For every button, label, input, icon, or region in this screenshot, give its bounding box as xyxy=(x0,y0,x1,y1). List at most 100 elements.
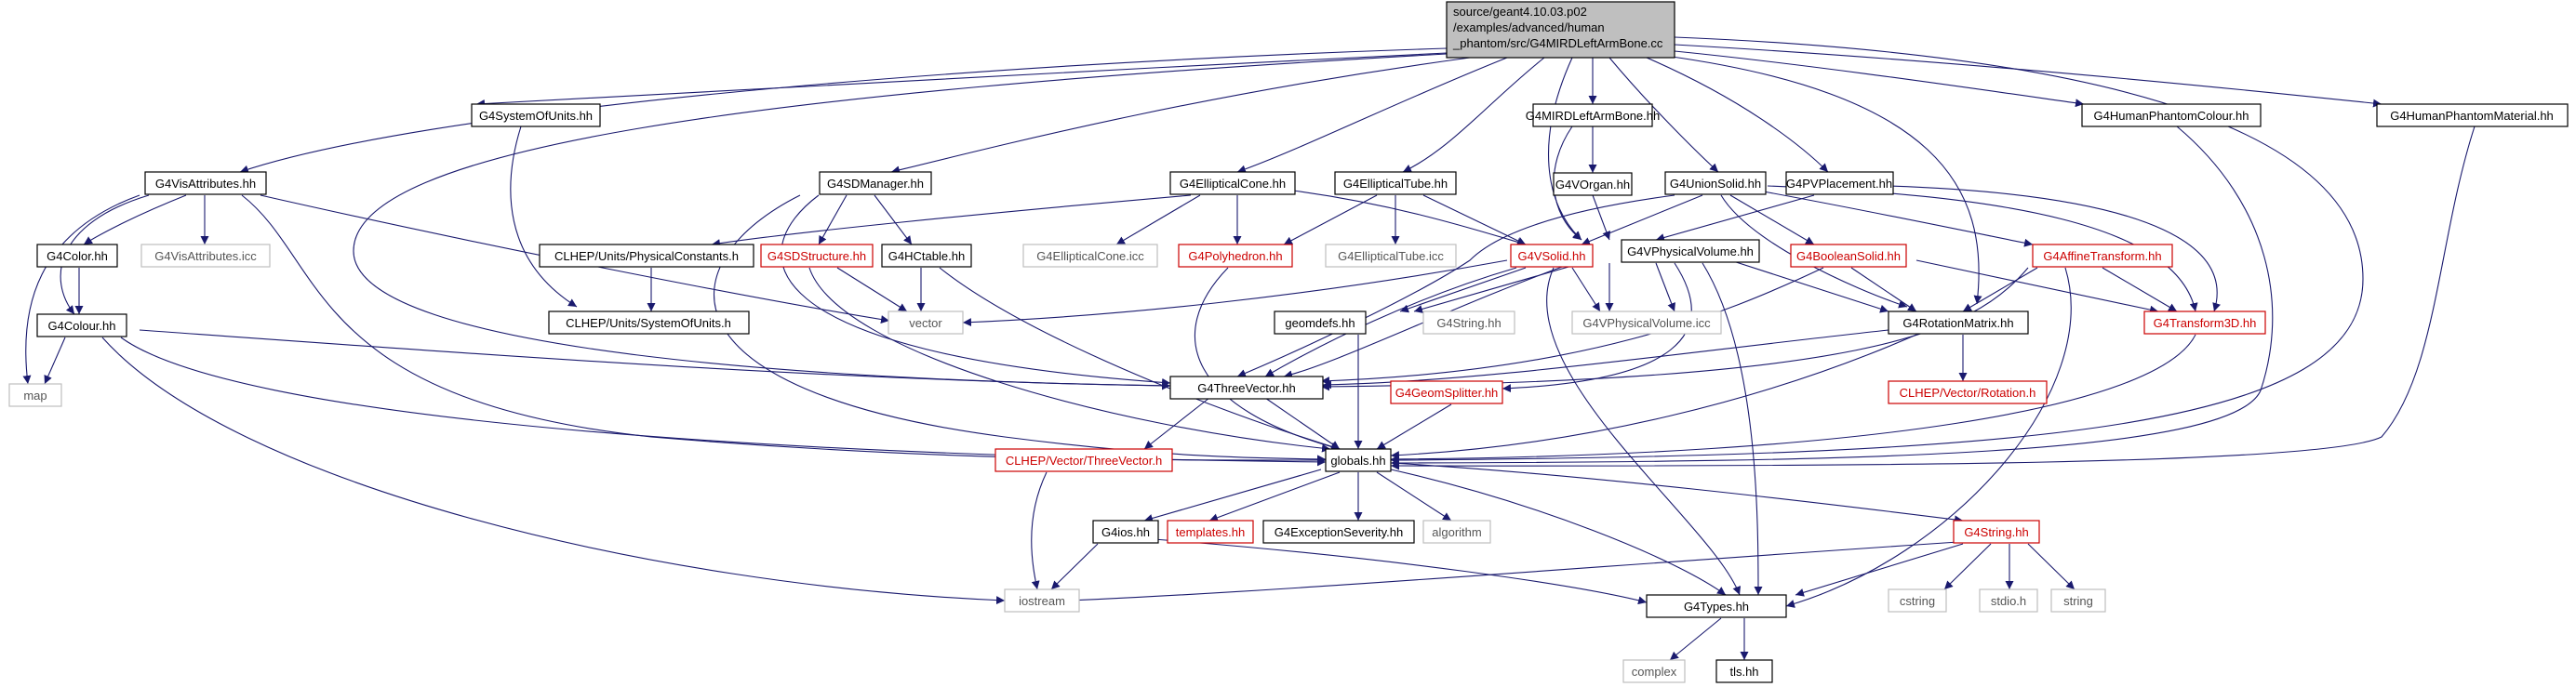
edge-g4humanphantomcolour-to-globals xyxy=(1390,126,2274,468)
svg-text:G4VisAttributes.hh: G4VisAttributes.hh xyxy=(155,177,256,191)
node-string[interactable]: string xyxy=(2050,588,2106,613)
node-g4threevector[interactable]: G4ThreeVector.hh xyxy=(1169,376,1324,400)
node-globals[interactable]: globals.hh xyxy=(1325,448,1392,472)
node-algorithm[interactable]: algorithm xyxy=(1422,520,1491,544)
svg-text:G4VSolid.hh: G4VSolid.hh xyxy=(1518,249,1586,263)
node-g4unionsolid[interactable]: G4UnionSolid.hh xyxy=(1664,171,1767,195)
nodes: source/geant4.10.03.p02 /examples/advanc… xyxy=(8,1,2569,683)
edge-g4vorgan-to-g4vphysicalvolume xyxy=(1592,194,1611,241)
edge-g4colour-to-g4threevector xyxy=(139,329,1171,390)
edge-g4sdmanager-to-g4hctable xyxy=(874,194,913,245)
svg-text:G4HCtable.hh: G4HCtable.hh xyxy=(888,249,965,263)
node-clhepsystemofunits[interactable]: CLHEP/Units/SystemOfUnits.h xyxy=(548,310,750,335)
svg-text:G4EllipticalTube.hh: G4EllipticalTube.hh xyxy=(1343,177,1448,191)
edge-g4vphysicalvolume-to-g4types xyxy=(1702,262,1763,596)
edge-root-to-g4visattributes xyxy=(239,47,1448,174)
node-g4vorgan[interactable]: G4VOrgan.hh xyxy=(1553,172,1633,196)
node-g4vphysicalvolume[interactable]: G4VPhysicalVolume.hh xyxy=(1621,239,1760,263)
node-g4hctable[interactable]: G4HCtable.hh xyxy=(881,244,972,268)
edge-g4vphysicalvolume-to-g4vphysicalvolumeicc xyxy=(1655,262,1675,312)
svg-text:G4SDStructure.hh: G4SDStructure.hh xyxy=(767,249,866,263)
edge-root-to-g4ellipticalcone xyxy=(1236,57,1508,174)
node-g4humanphantomcolour[interactable]: G4HumanPhantomColour.hh xyxy=(2081,103,2262,127)
node-g4ellipticalcone[interactable]: G4EllipticalCone.hh xyxy=(1169,171,1296,195)
node-g4string[interactable]: G4String.hh xyxy=(1422,310,1515,335)
edge-g4stringred-to-string xyxy=(2027,543,2075,590)
node-g4ios[interactable]: G4ios.hh xyxy=(1092,520,1159,544)
edge-g4booleansolid-to-g4rotationmatrix xyxy=(1850,267,1917,312)
node-g4booleansolid[interactable]: G4BooleanSolid.hh xyxy=(1790,244,1907,268)
edge-g4systemofunits-to-clhepsystemofunits xyxy=(510,126,578,308)
node-g4types[interactable]: G4Types.hh xyxy=(1646,594,1787,618)
edge-g4affinetransform-to-g4types xyxy=(1785,267,2072,608)
edge-g4visattributes-to-g4color xyxy=(83,194,187,245)
node-g4polyhedron[interactable]: G4Polyhedron.hh xyxy=(1178,244,1293,268)
svg-text:G4String.hh: G4String.hh xyxy=(1436,316,1501,330)
node-g4vsolid[interactable]: G4VSolid.hh xyxy=(1510,244,1594,268)
edge-root-to-g4humanphantomcolour xyxy=(1674,50,2085,108)
edge-g4humanphantommaterial-to-globals xyxy=(1390,126,2476,470)
svg-text:G4VPhysicalVolume.icc: G4VPhysicalVolume.icc xyxy=(1582,316,1711,330)
edge-g4ellipticaltube-to-g4vsolid xyxy=(1422,194,1527,245)
node-g4colour[interactable]: G4Colour.hh xyxy=(36,313,127,337)
node-vector[interactable]: vector xyxy=(888,310,964,335)
node-g4rotationmatrix[interactable]: G4RotationMatrix.hh xyxy=(1888,310,2029,335)
edge-clhepthreevector-to-iostream xyxy=(1031,471,1048,590)
node-templates[interactable]: templates.hh xyxy=(1167,520,1254,544)
edge-g4sdstructure-to-globals xyxy=(808,267,1331,453)
node-clhepthreevector[interactable]: CLHEP/Vector/ThreeVector.h xyxy=(994,448,1173,472)
svg-text:map: map xyxy=(23,389,47,403)
node-g4visattributesicc[interactable]: G4VisAttributes.icc xyxy=(140,244,271,268)
edge-g4geomsplitter-to-globals xyxy=(1376,403,1452,450)
node-iostream[interactable]: iostream xyxy=(1004,588,1080,613)
node-g4systemofunits[interactable]: G4SystemOfUnits.hh xyxy=(471,103,601,127)
node-map[interactable]: map xyxy=(8,383,62,407)
edge-globals-to-algorithm xyxy=(1376,471,1452,522)
node-g4ellipticaltube[interactable]: G4EllipticalTube.hh xyxy=(1334,171,1457,195)
node-g4humanphantommaterial[interactable]: G4HumanPhantomMaterial.hh xyxy=(2376,103,2569,127)
edge-g4transform3d-to-globals xyxy=(1390,334,2196,464)
svg-text:tls.hh: tls.hh xyxy=(1729,665,1758,679)
edge-g4sdstructure-to-vector xyxy=(836,267,908,312)
edge-g4sdmanager-to-g4sdstructure xyxy=(818,194,848,245)
svg-text:G4PVPlacement.hh: G4PVPlacement.hh xyxy=(1786,177,1892,191)
svg-text:G4EllipticalTube.icc: G4EllipticalTube.icc xyxy=(1338,249,1444,263)
node-g4mirdleftarmbone[interactable]: G4MIRDLeftArmBone.hh xyxy=(1526,103,1661,127)
svg-text:algorithm: algorithm xyxy=(1432,525,1481,539)
node-g4transform3d[interactable]: G4Transform3D.hh xyxy=(2143,310,2266,335)
node-g4geomsplitter[interactable]: G4GeomSplitter.hh xyxy=(1390,380,1503,404)
svg-text:G4AffineTransform.hh: G4AffineTransform.hh xyxy=(2043,249,2161,263)
node-g4sdmanager[interactable]: G4SDManager.hh xyxy=(819,171,932,195)
svg-text:G4VisAttributes.icc: G4VisAttributes.icc xyxy=(154,249,257,263)
node-g4vphysicalvolumeicc[interactable]: G4VPhysicalVolume.icc xyxy=(1571,310,1722,335)
edge-root-to-g4pvplacement xyxy=(1646,57,1829,173)
edge-root-to-g4vphysicalvolume xyxy=(1548,57,1582,241)
edge-g4vphysicalvolume-to-g4geomsplitter xyxy=(1502,262,1692,393)
svg-text:G4SDManager.hh: G4SDManager.hh xyxy=(827,177,924,191)
node-stdio[interactable]: stdio.h xyxy=(1979,588,2038,613)
node-clheprotation[interactable]: CLHEP/Vector/Rotation.h xyxy=(1888,380,2048,404)
svg-text:G4BooleanSolid.hh: G4BooleanSolid.hh xyxy=(1796,249,1901,263)
node-g4visattributes[interactable]: G4VisAttributes.hh xyxy=(144,171,267,195)
svg-text:CLHEP/Units/PhysicalConstants.: CLHEP/Units/PhysicalConstants.h xyxy=(554,249,739,263)
node-g4sdstructure[interactable]: G4SDStructure.hh xyxy=(760,244,874,268)
edge-root-to-g4rotationmatrix xyxy=(1664,55,1982,305)
node-g4ellipticaltubeicc[interactable]: G4EllipticalTube.icc xyxy=(1325,244,1457,268)
node-root-file[interactable]: source/geant4.10.03.p02 /examples/advanc… xyxy=(1446,1,1675,59)
node-complex[interactable]: complex xyxy=(1622,659,1686,683)
node-g4exceptionseverity[interactable]: G4ExceptionSeverity.hh xyxy=(1262,520,1415,544)
node-g4color[interactable]: G4Color.hh xyxy=(36,244,118,268)
node-g4affinetransform[interactable]: G4AffineTransform.hh xyxy=(2032,244,2173,268)
node-geomdefs[interactable]: geomdefs.hh xyxy=(1274,310,1367,335)
svg-text:G4VOrgan.hh: G4VOrgan.hh xyxy=(1555,178,1630,192)
edge-g4visattributes-to-map xyxy=(22,194,140,385)
node-clhepphysicalconstants[interactable]: CLHEP/Units/PhysicalConstants.h xyxy=(539,244,754,268)
node-g4pvplacement[interactable]: G4PVPlacement.hh xyxy=(1785,171,1894,195)
svg-text:G4String.hh: G4String.hh xyxy=(1964,525,2028,539)
node-tls[interactable]: tls.hh xyxy=(1715,659,1773,683)
svg-text:G4SystemOfUnits.hh: G4SystemOfUnits.hh xyxy=(479,109,593,123)
node-g4ellipticalconeicc[interactable]: G4EllipticalCone.icc xyxy=(1022,244,1158,268)
node-g4stringred[interactable]: G4String.hh xyxy=(1953,520,2040,544)
node-cstring[interactable]: cstring xyxy=(1888,588,1947,613)
